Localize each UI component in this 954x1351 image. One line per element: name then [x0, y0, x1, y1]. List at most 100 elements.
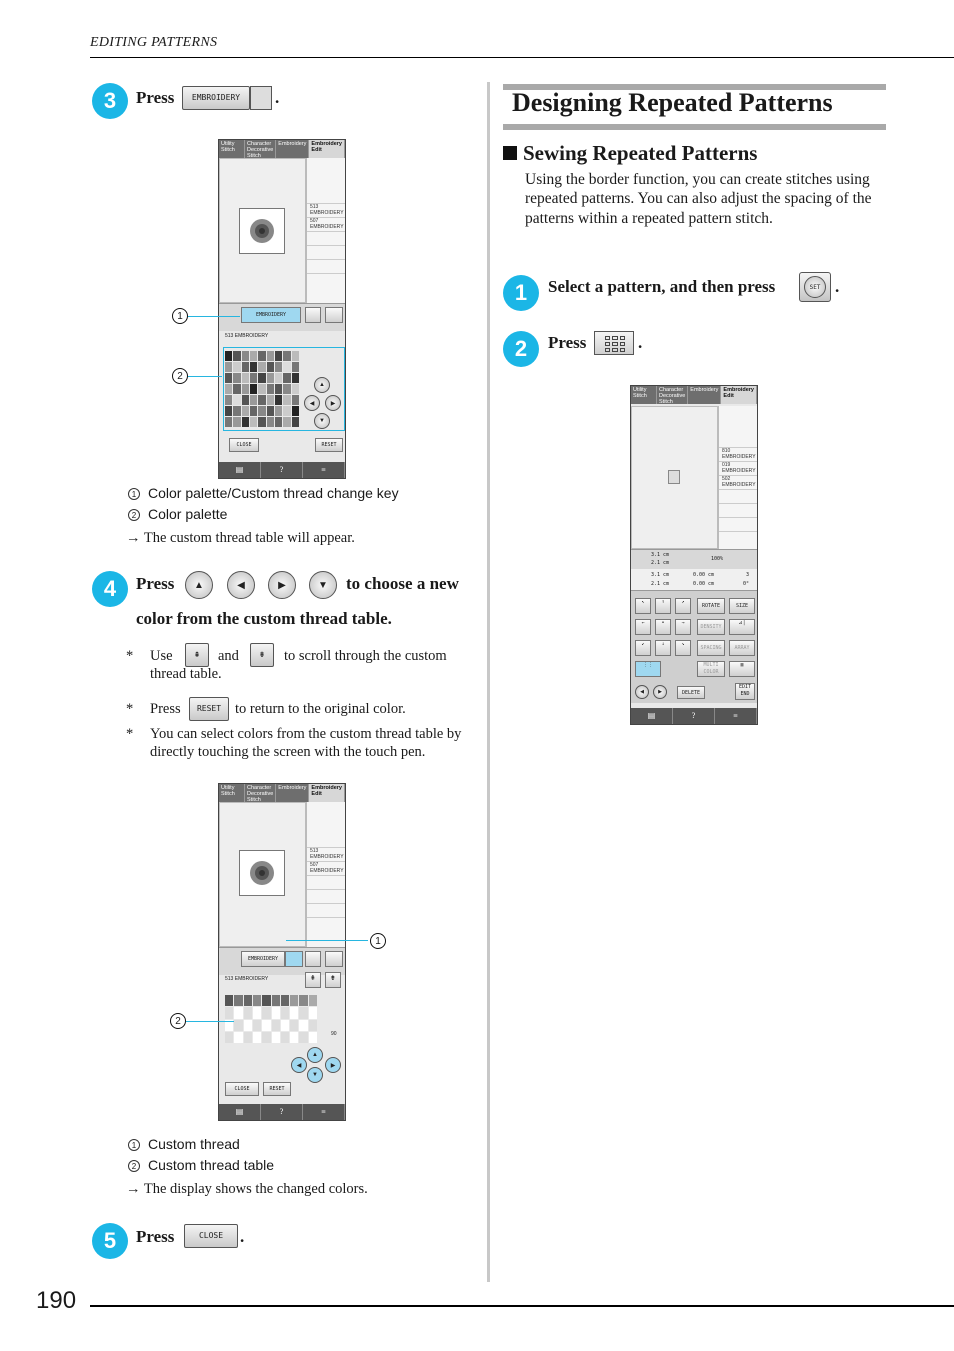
- color-palette-key[interactable]: EMBROIDERY: [241, 307, 301, 323]
- step-4-text-c: color from the custom thread table.: [136, 609, 392, 628]
- lcd-screen-2: Utility Stitch Character Decorative Stit…: [218, 783, 346, 1121]
- palette-right-key[interactable]: ▶: [325, 395, 341, 411]
- array-key[interactable]: ARRAY: [729, 640, 755, 656]
- help-icon[interactable]: ?: [261, 462, 303, 478]
- callout-4: 2: [170, 1013, 186, 1029]
- edit-end-key[interactable]: EDIT END: [735, 683, 755, 700]
- spacing-minus-key[interactable]: [305, 307, 321, 323]
- step-5-text: Press: [136, 1227, 175, 1246]
- size-key[interactable]: SIZE: [729, 598, 755, 614]
- section-title-bar: [503, 84, 886, 130]
- section-title: Designing Repeated Patterns: [512, 88, 833, 117]
- up-key-icon: ▲: [185, 571, 213, 599]
- callout-line-2: [188, 376, 222, 377]
- position-strip: 3.1 cm 2.1 cm 0.00 cm 0.00 cm 3 0°: [631, 569, 757, 591]
- density-key[interactable]: DENSITY: [697, 619, 725, 635]
- reset-key-icon: RESET: [189, 697, 229, 721]
- thread-row-1: 513 EMBROIDERY: [307, 204, 345, 218]
- subsection-heading: Sewing Repeated Patterns: [503, 141, 757, 166]
- scroll-up-key[interactable]: ⇞: [305, 972, 321, 988]
- custom-thread-key[interactable]: [285, 951, 303, 967]
- spacing-plus-key[interactable]: [325, 307, 343, 323]
- embroidery-key[interactable]: EMBROIDERY: [241, 951, 285, 967]
- array-key-icon: [594, 331, 634, 355]
- custom-thread-table[interactable]: [225, 995, 317, 1043]
- thread-info: 513 EMBROIDERY: [225, 333, 269, 339]
- close-key-icon: CLOSE: [184, 1224, 238, 1248]
- note-1-a: Use: [150, 648, 173, 664]
- step-5-end: .: [240, 1227, 245, 1246]
- lcd-screen-1: Utility Stitch Character Decorative Stit…: [218, 139, 346, 479]
- callout-1: 1: [172, 308, 188, 324]
- result-note-2: → The display shows the changed colors.: [126, 1181, 368, 1197]
- right-step-1-badge: 1: [503, 275, 539, 311]
- palette-highlight: [223, 347, 345, 431]
- multi-color-key[interactable]: MULTI COLOR: [697, 661, 725, 677]
- color-palette-grid[interactable]: [225, 351, 299, 427]
- scroll-down-key[interactable]: ⇟: [325, 972, 341, 988]
- right-step-2-badge: 2: [503, 331, 539, 367]
- callout-line-1: [188, 316, 240, 317]
- palette-up-key[interactable]: ▲: [314, 377, 330, 393]
- page-number: 190: [36, 1287, 77, 1314]
- set-key-icon: SET: [799, 272, 831, 302]
- thread-row-2: 507 EMBROIDERY: [307, 218, 345, 232]
- callout-line-4: [186, 1021, 234, 1022]
- right-step-1-text: Select a pattern, and then press: [548, 277, 776, 296]
- step-4-badge: 4: [92, 571, 128, 607]
- palette-down-key[interactable]: ▼: [314, 413, 330, 429]
- mirror-key[interactable]: ⊿|: [729, 619, 755, 635]
- thread-icon[interactable]: ≡: [303, 462, 345, 478]
- close-key[interactable]: CLOSE: [229, 438, 259, 452]
- spacing-key[interactable]: SPACING: [697, 640, 725, 656]
- size-strip: 3.1 cm 2.1 cm 100%: [631, 549, 757, 569]
- note-2-mark: *: [126, 701, 134, 717]
- note-1-b: and: [218, 648, 239, 664]
- scroll-up-key-icon: ⇞: [185, 643, 209, 667]
- rotate-key[interactable]: ROTATE: [697, 598, 725, 614]
- reset-key[interactable]: RESET: [315, 438, 343, 452]
- tab-embroidery-edit: Embroidery Edit: [309, 140, 345, 158]
- page-icon[interactable]: ▤: [219, 462, 261, 478]
- right-step-1-end: .: [835, 277, 840, 296]
- note-1-mark: *: [126, 648, 134, 664]
- screen-bottom-bar: ▤?≡: [219, 462, 345, 478]
- result-note-1: → The custom thread table will appear.: [126, 530, 355, 546]
- note-2-c: to return to the original color.: [235, 701, 406, 717]
- intro-paragraph: Using the border function, you can creat…: [525, 171, 872, 227]
- thread-list: 513 EMBROIDERY 507 EMBROIDERY: [306, 158, 345, 303]
- tab-embroidery: Embroidery: [276, 140, 310, 158]
- step-3-end: .: [275, 88, 280, 107]
- callout-line-3: [286, 940, 368, 941]
- running-header: EDITING PATTERNS: [90, 35, 218, 50]
- right-key-icon: ▶: [268, 571, 296, 599]
- right-step-2-end: .: [638, 333, 643, 352]
- thread-count: 90: [331, 1031, 337, 1037]
- step-4-text-a: Press: [136, 574, 175, 593]
- lcd-screen-3: Utility Stitch Character Decorative Stit…: [630, 385, 758, 725]
- small-pattern: [668, 470, 680, 484]
- tab-character: Character Decorative Stitch: [245, 140, 277, 159]
- down-key-icon: ▼: [309, 571, 337, 599]
- right-step-2-text: Press: [548, 333, 587, 352]
- footer-rule: [90, 1305, 954, 1307]
- step-5-badge: 5: [92, 1223, 128, 1259]
- step-3-text: Press: [136, 88, 175, 107]
- note-1-c: to scroll through the custom thread tabl…: [150, 648, 447, 682]
- note-3-a: You can select colors from the custom th…: [150, 726, 462, 760]
- header-rule: [90, 57, 954, 58]
- lcd-tabs: Utility Stitch Character Decorative Stit…: [219, 140, 345, 159]
- palette-left-key[interactable]: ◀: [304, 395, 320, 411]
- left-key-icon: ◀: [227, 571, 255, 599]
- border-key[interactable]: ⋮⋮: [635, 661, 661, 677]
- callout-2: 2: [172, 368, 188, 384]
- delete-key[interactable]: DELETE: [677, 686, 705, 699]
- step-4-text-b: to choose a new: [346, 574, 459, 593]
- note-2-a: Press: [150, 701, 181, 717]
- thread-key[interactable]: ▥: [729, 661, 755, 677]
- scroll-down-key-icon: ⇟: [250, 643, 274, 667]
